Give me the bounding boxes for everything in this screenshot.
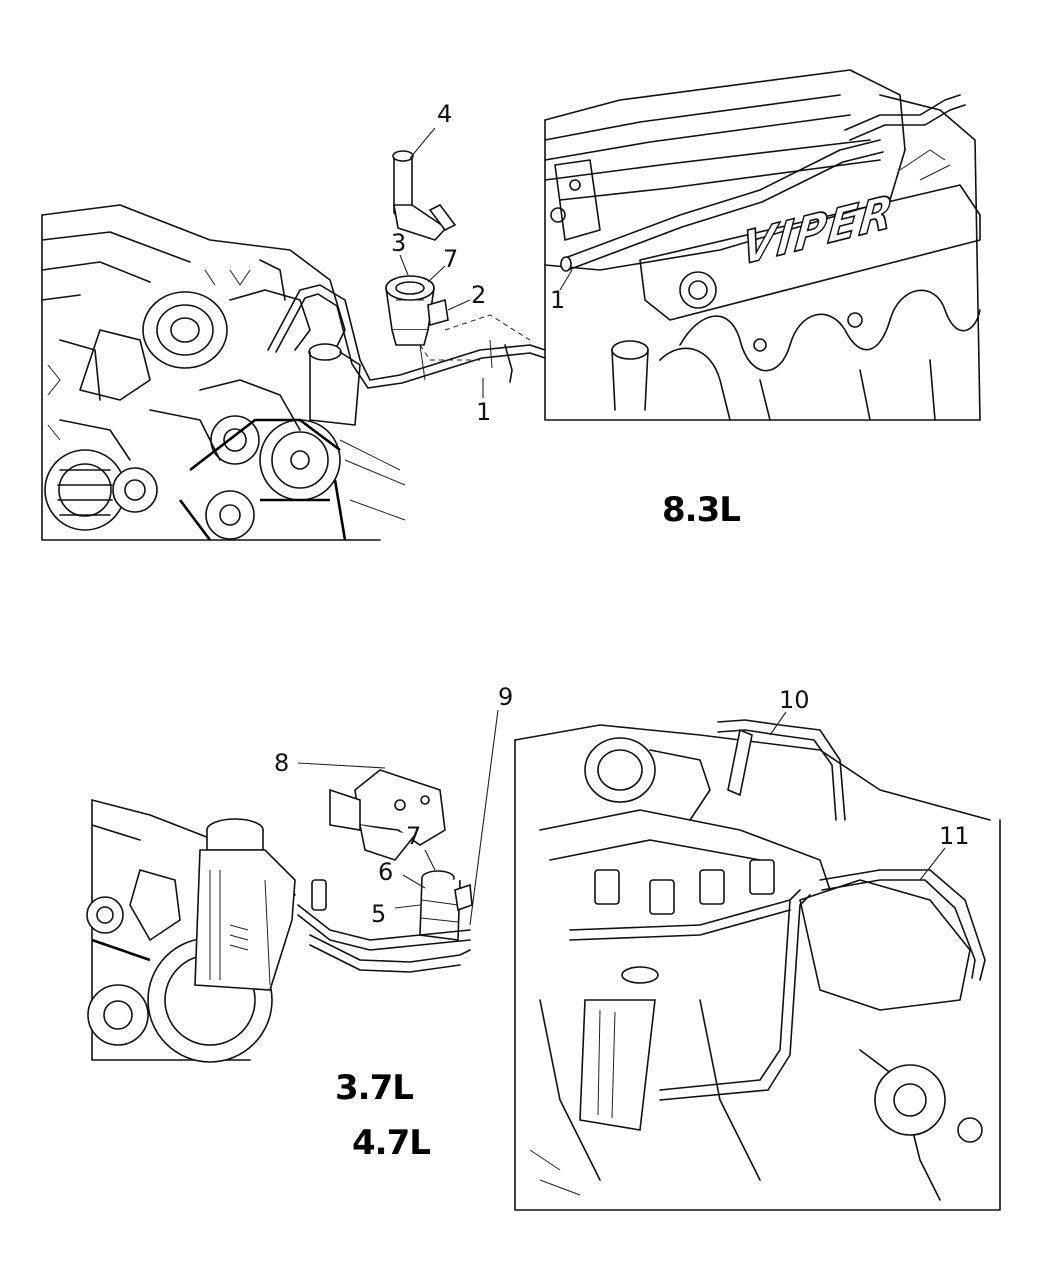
callout-7-top: 7	[443, 245, 459, 273]
hose-1-viper	[559, 139, 884, 291]
callout-3: 3	[391, 229, 407, 257]
hose-1-top	[267, 284, 546, 398]
part-5-valve	[394, 849, 473, 941]
callout-1-top-left: 1	[476, 398, 492, 426]
callout-7-bottom: 7	[406, 822, 422, 850]
callout-10: 10	[779, 686, 810, 714]
engine-bottom-left	[86, 799, 296, 1063]
engine-label-8-3l: 8.3L	[662, 490, 741, 530]
hose-11	[659, 847, 986, 1101]
engine-top-left	[41, 204, 406, 541]
callout-11: 11	[939, 822, 970, 850]
callout-2: 2	[471, 281, 487, 309]
part-3-valve	[385, 254, 531, 361]
engine-label-4-7l: 4.7L	[352, 1123, 431, 1163]
engine-label-3-7l: 3.7L	[335, 1068, 414, 1108]
part-8-bracket	[297, 762, 446, 861]
callout-4: 4	[437, 100, 453, 128]
callout-5: 5	[371, 900, 387, 928]
callout-9: 9	[498, 683, 514, 711]
callout-8: 8	[274, 749, 290, 777]
part-4-elbow	[392, 127, 457, 241]
hose-10	[717, 711, 846, 821]
hose-9	[297, 709, 499, 973]
callout-1-viper: 1	[550, 286, 566, 314]
engine-bottom-right	[514, 724, 1001, 1211]
callout-6: 6	[378, 858, 394, 886]
engine-top-right	[544, 69, 981, 421]
